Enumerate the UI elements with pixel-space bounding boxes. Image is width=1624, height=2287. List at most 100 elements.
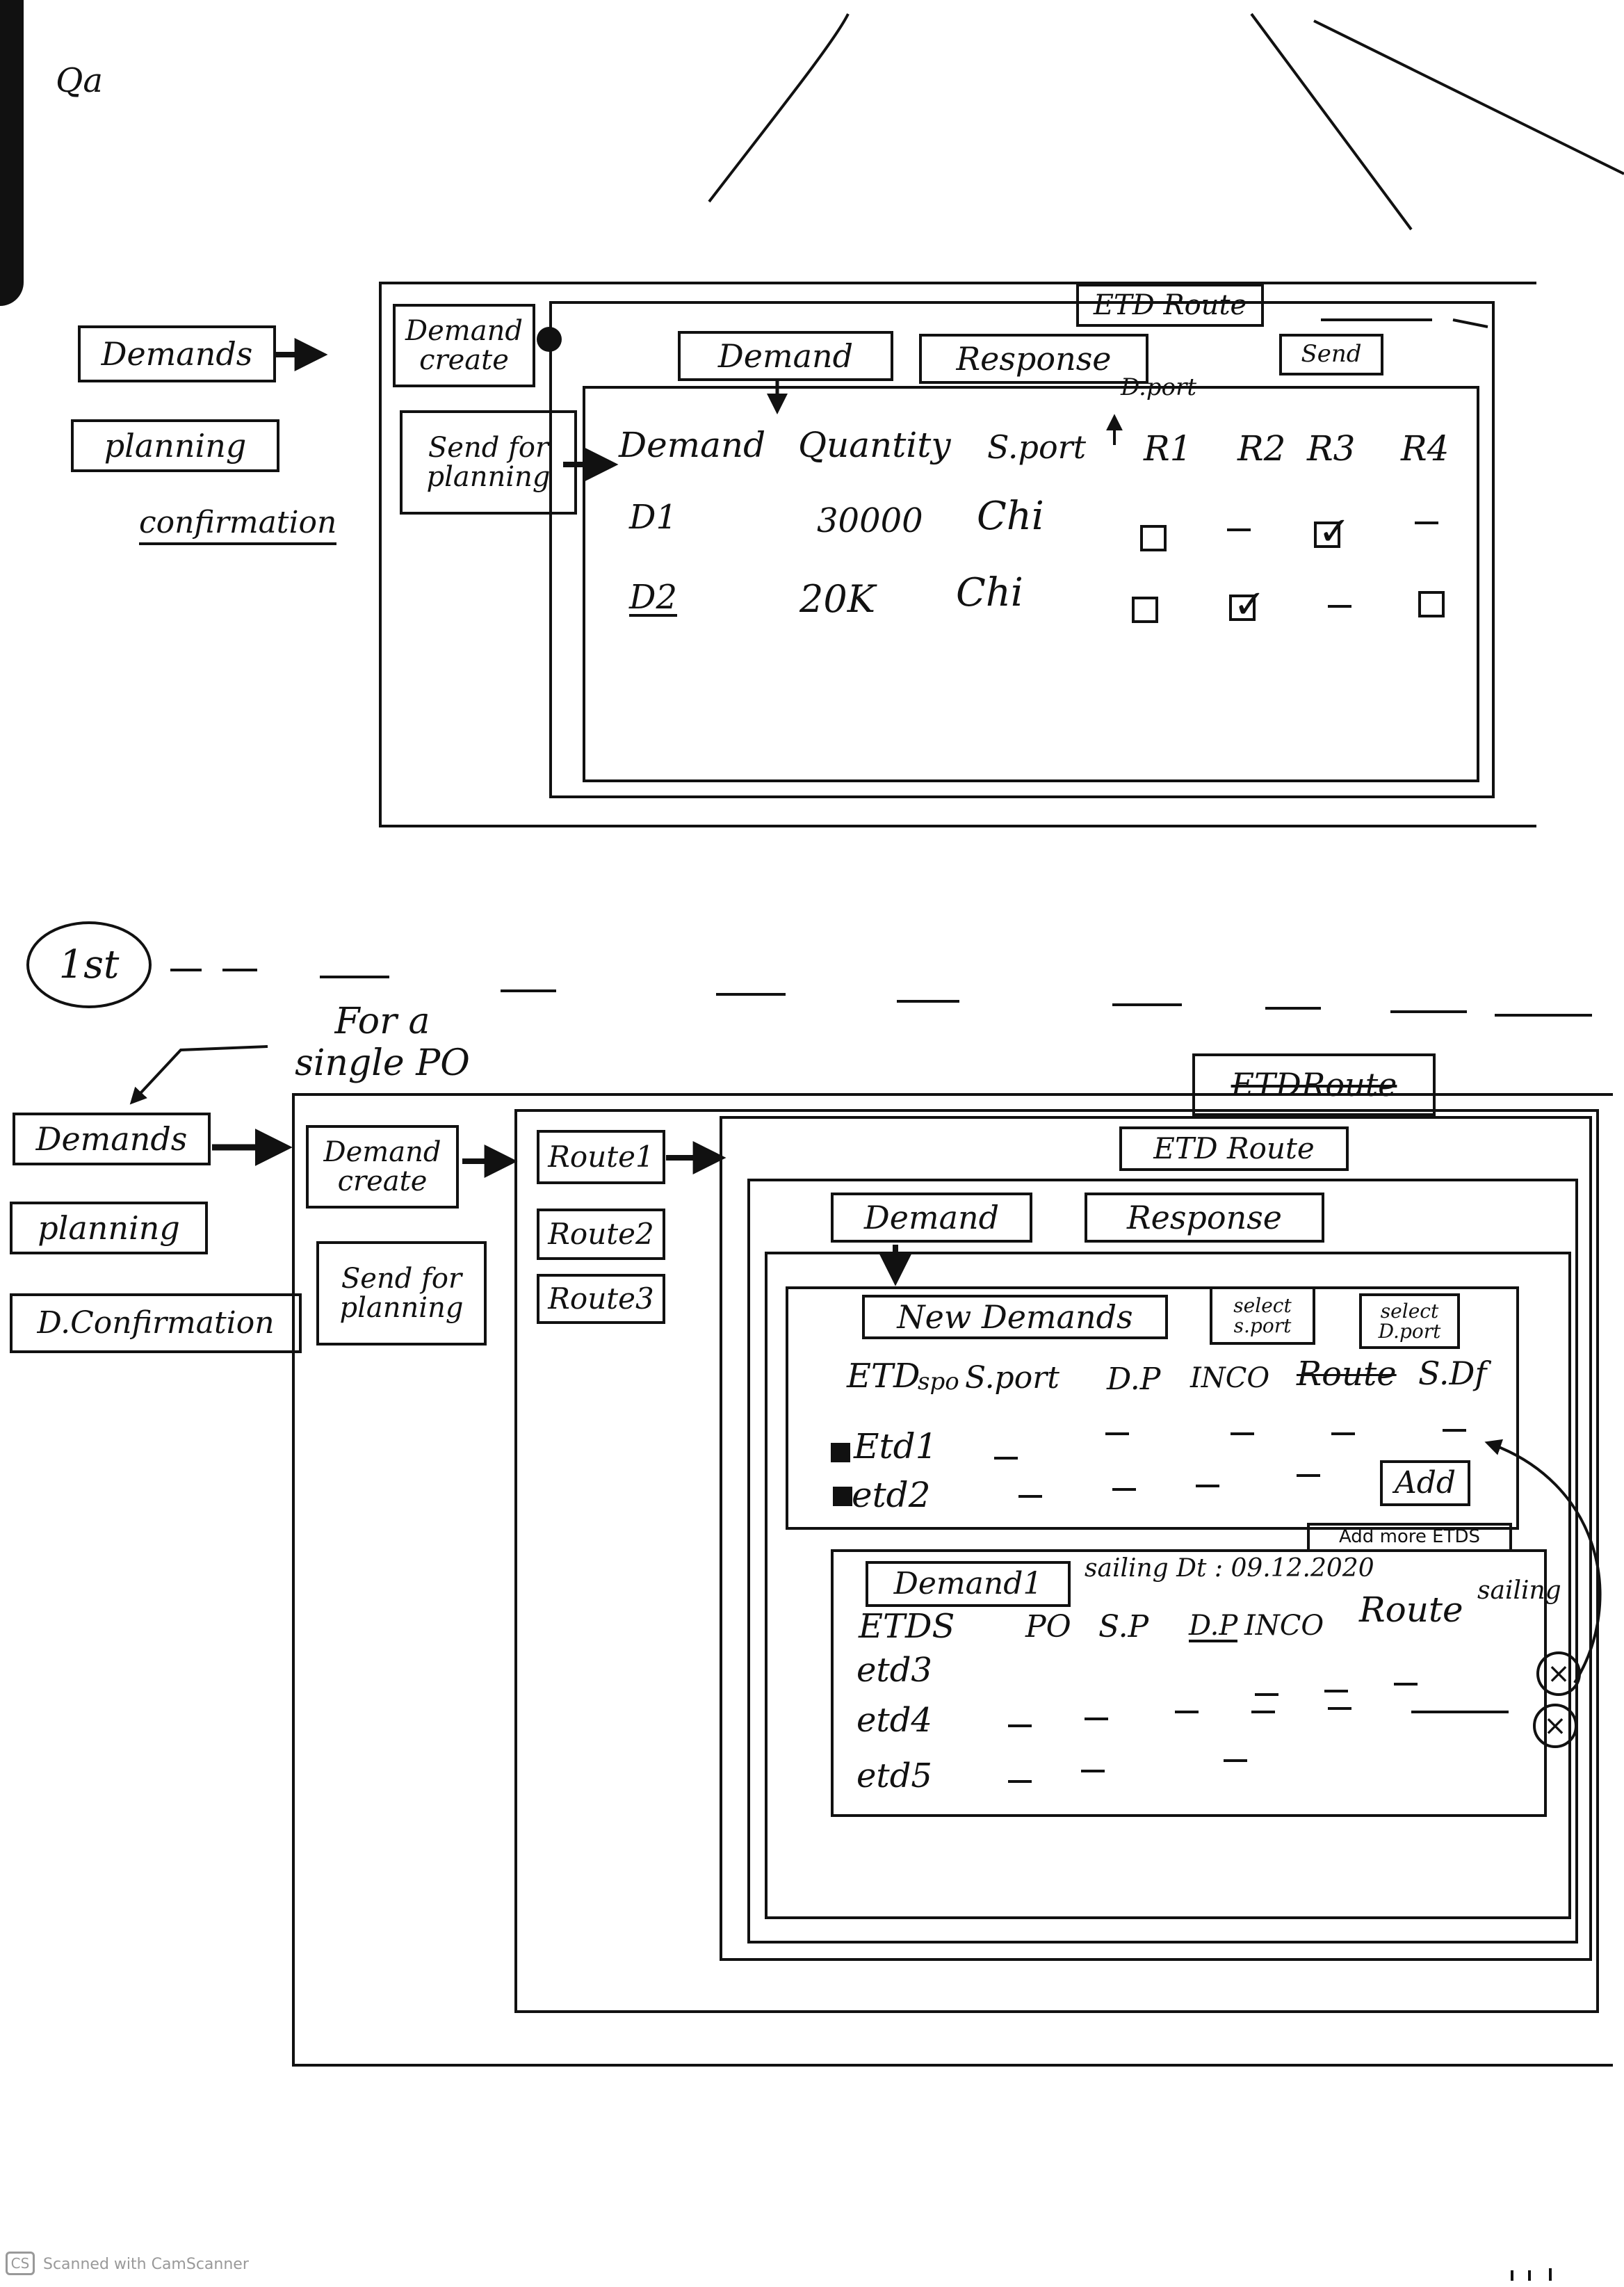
bottom-nav-demands[interactable]: Demands xyxy=(13,1113,211,1165)
section-marker-circle: 1st xyxy=(26,921,152,1008)
top-row-2-r1-checkbox[interactable] xyxy=(1132,597,1158,623)
arrow-single-po xyxy=(129,1045,268,1105)
nd-col-spo: spo xyxy=(918,1368,959,1396)
dl-row-2-dash-3 xyxy=(1175,1711,1199,1713)
top-row-2-r4-checkbox[interactable] xyxy=(1418,591,1445,617)
top-demand-table-panel xyxy=(583,386,1479,782)
top-col-demand: Demand xyxy=(619,425,766,465)
dl-col-route: Route xyxy=(1359,1590,1463,1630)
top-row-2-quantity: 20K xyxy=(799,577,876,621)
bottom-content-panel xyxy=(765,1252,1571,1919)
top-col-r1: R1 xyxy=(1144,428,1192,469)
bottom-tab-response[interactable]: Response xyxy=(1085,1193,1324,1243)
dl-row-2-dash-4 xyxy=(1251,1711,1275,1713)
nd-col-etd: ETD xyxy=(847,1357,920,1396)
new-demands-panel xyxy=(786,1286,1519,1530)
top-col-r3: R3 xyxy=(1307,428,1356,469)
nd-row-1-checkbox[interactable] xyxy=(831,1443,850,1462)
nd-row-2-checkbox[interactable] xyxy=(833,1487,852,1506)
top-right-fold xyxy=(1250,13,1624,231)
route-panel xyxy=(514,1109,1599,2013)
top-etd-route-button[interactable]: ETD Route xyxy=(1076,284,1264,327)
top-nav-confirmation[interactable]: confirmation xyxy=(139,508,337,545)
select-sport-button[interactable]: select s.port xyxy=(1210,1286,1315,1345)
top-curve-stroke xyxy=(708,13,850,203)
nd-row-2-dash-1 xyxy=(1018,1495,1042,1498)
top-demand-create[interactable]: Demand create xyxy=(393,304,535,387)
top-row-1-r3-checkbox[interactable] xyxy=(1314,509,1351,554)
dl-col-etds: ETDS xyxy=(859,1607,955,1646)
top-send-button[interactable]: Send xyxy=(1279,334,1383,375)
dl-row-2-dash-2 xyxy=(1085,1718,1108,1720)
bottom-demand-create[interactable]: Demand create xyxy=(306,1125,459,1209)
add-button[interactable]: Add xyxy=(1380,1460,1470,1506)
nd-row-1-label: Etd1 xyxy=(854,1426,938,1466)
nd-col-sdf: S.Df xyxy=(1418,1355,1487,1392)
dl-row-2-dash-5 xyxy=(1328,1707,1351,1710)
top-nav-demands[interactable]: Demands xyxy=(78,325,276,382)
top-col-r2: R2 xyxy=(1237,428,1286,469)
nd-row-1-dash-5 xyxy=(1443,1429,1466,1432)
bottom-tab-demand[interactable]: Demand xyxy=(831,1193,1032,1243)
top-row-1-quantity: 30000 xyxy=(817,501,923,540)
section-divider xyxy=(170,969,1592,1017)
dl-row-3-dash-2 xyxy=(1081,1770,1105,1772)
dl-col-sp: S.P xyxy=(1098,1609,1149,1644)
scanner-logo-icon: CS xyxy=(6,2252,35,2275)
footer-ticks xyxy=(1511,2268,1552,2281)
top-row-1-demand: D1 xyxy=(629,498,678,537)
etd-route-panel xyxy=(720,1116,1592,1961)
dl-row-3-dash-3 xyxy=(1224,1759,1247,1762)
dl-row-2-remove-icon[interactable]: × xyxy=(1533,1704,1577,1748)
dl-col-po: PO xyxy=(1025,1609,1071,1644)
select-dport-button[interactable]: select D.port xyxy=(1359,1293,1460,1349)
dl-row-1-remove-icon[interactable]: × xyxy=(1536,1651,1581,1696)
nd-row-1-dash-3 xyxy=(1231,1432,1254,1435)
etd-route-struck-button: ETDRoute xyxy=(1192,1053,1436,1116)
route-2-button[interactable]: Route2 xyxy=(537,1209,665,1260)
dl-col-inco: INCO xyxy=(1244,1610,1324,1642)
dl-row-2-dash-6 xyxy=(1411,1711,1509,1713)
nd-col-inco: INCO xyxy=(1190,1362,1270,1394)
single-po-note: For a single PO xyxy=(295,1001,470,1084)
top-dport-note: D.port xyxy=(1121,373,1197,401)
dl-row-1-label: etd3 xyxy=(856,1651,932,1690)
top-main-panel xyxy=(549,301,1495,798)
route-3-button[interactable]: Route3 xyxy=(537,1274,665,1324)
add-more-etds-button[interactable]: Add more ETDS xyxy=(1307,1523,1512,1552)
top-send-for-planning[interactable]: Send for planning xyxy=(400,410,577,515)
top-row-2-sport: Chi xyxy=(956,570,1023,615)
dl-col-sailing: sailing xyxy=(1477,1576,1561,1605)
etd-inner-panel xyxy=(747,1179,1578,1943)
nd-col-route: Route xyxy=(1297,1355,1397,1393)
dl-row-1-dash-3 xyxy=(1394,1683,1418,1686)
nd-row-1-dash-1 xyxy=(994,1457,1018,1460)
nd-col-dp: D.P xyxy=(1107,1361,1161,1397)
section-marker-text: 1st xyxy=(58,942,120,987)
top-outer-panel xyxy=(379,282,1536,827)
new-demands-title: New Demands xyxy=(862,1295,1168,1339)
top-col-quantity: Quantity xyxy=(798,425,951,465)
top-row-1-r1-checkbox[interactable] xyxy=(1140,525,1167,551)
top-nav-planning[interactable]: planning xyxy=(71,419,279,472)
top-row-2-r2-checkbox[interactable] xyxy=(1229,582,1266,627)
top-row-1-r4-dash xyxy=(1415,522,1438,524)
top-tab-response[interactable]: Response xyxy=(919,334,1148,384)
corner-mark: Qa xyxy=(56,61,103,100)
dl-row-1-dash-2 xyxy=(1324,1690,1348,1692)
dl-row-3-dash-1 xyxy=(1008,1780,1032,1783)
etd-route-button[interactable]: ETD Route xyxy=(1119,1126,1349,1171)
route-1-button[interactable]: Route1 xyxy=(537,1130,665,1184)
dl-row-2-label: etd4 xyxy=(856,1701,932,1740)
demand-list-sailing-date: sailing Dt : 09.12.2020 xyxy=(1085,1554,1374,1583)
dl-col-dp: D.P xyxy=(1189,1610,1238,1642)
demand-list-title[interactable]: Demand1 xyxy=(866,1561,1071,1607)
bottom-nav-planning[interactable]: planning xyxy=(10,1202,208,1254)
scan-edge-shadow xyxy=(0,0,24,306)
bottom-nav-confirmation[interactable]: D.Confirmation xyxy=(10,1293,302,1353)
top-tab-demand[interactable]: Demand xyxy=(678,331,893,381)
bottom-send-for-planning[interactable]: Send for planning xyxy=(316,1241,487,1345)
bottom-outer-panel xyxy=(292,1093,1613,2067)
top-row-2-demand: D2 xyxy=(629,578,678,617)
top-row-1-r2-dash xyxy=(1227,528,1251,531)
